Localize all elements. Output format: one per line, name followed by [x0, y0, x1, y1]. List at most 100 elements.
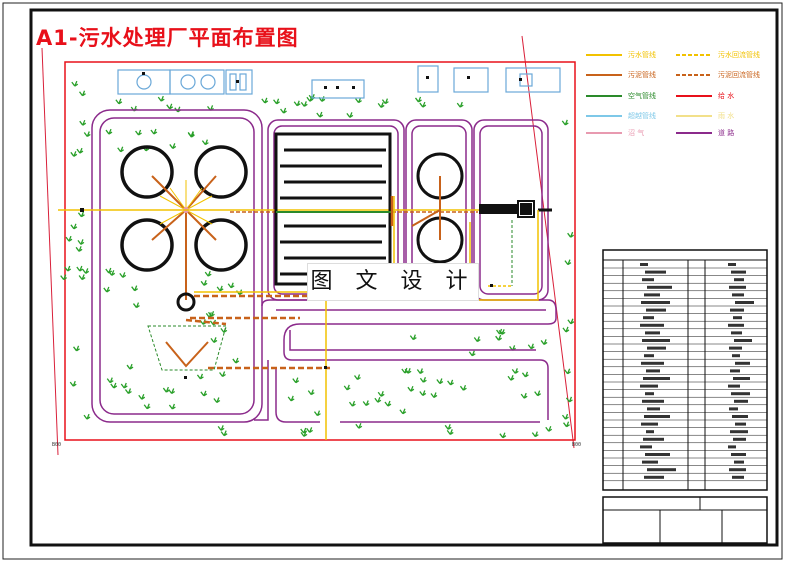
legend-label: 道 路: [718, 129, 735, 137]
tree-icon: [105, 267, 113, 274]
site-boundary: [64, 61, 576, 441]
tree-icon: [300, 431, 308, 437]
tree-icon: [531, 431, 539, 438]
tree-icon: [78, 274, 86, 281]
tree-icon: [567, 231, 574, 238]
tree-icon: [300, 101, 308, 107]
svg-text:B00: B00: [572, 442, 581, 448]
tree-icon: [561, 119, 569, 126]
tree-icon: [126, 363, 134, 370]
tree-icon: [563, 421, 570, 428]
tree-icon: [131, 285, 139, 292]
tree-icon: [446, 429, 454, 435]
tree-icon: [196, 373, 204, 380]
tree-icon: [187, 131, 195, 138]
sludge-drying-bed: [147, 325, 227, 371]
sludge-thickener: [176, 292, 196, 312]
tree-icon: [468, 350, 476, 357]
watermark: 图 文 设 计: [307, 263, 479, 301]
tree-icon: [78, 90, 86, 97]
tree-icon: [200, 390, 208, 397]
tree-icon: [219, 371, 226, 378]
legend-label: 沼 气: [628, 129, 645, 137]
tree-icon: [73, 345, 80, 352]
tree-icon: [414, 96, 422, 103]
tree-icon: [377, 102, 385, 108]
tree-icon: [210, 337, 218, 343]
tree-icon: [65, 235, 73, 242]
tree-icon: [79, 119, 87, 126]
tree-icon: [353, 374, 361, 381]
tree-icon: [105, 128, 113, 135]
legend-label: 污水管线: [628, 51, 656, 59]
tree-icon: [168, 388, 176, 395]
tree-icon: [115, 98, 123, 105]
tree-icon: [82, 268, 90, 274]
tree-icon: [103, 286, 111, 293]
tree-icon: [444, 424, 452, 430]
tree-icon: [313, 410, 321, 417]
tree-icon: [409, 334, 417, 341]
tree-icon: [157, 95, 165, 102]
tree-icon: [416, 368, 424, 375]
tree-icon: [227, 282, 235, 289]
tree-icon: [64, 265, 72, 272]
tree-icon: [138, 393, 146, 400]
tree-icon: [565, 396, 573, 403]
tree-icon: [346, 112, 354, 118]
tree-icon: [521, 371, 529, 378]
tree-icon: [362, 400, 370, 407]
tree-icon: [70, 223, 78, 230]
legend-label: 污泥管线: [628, 71, 656, 79]
tree-icon: [567, 318, 575, 325]
tree-icon: [495, 334, 502, 341]
top-structures: [117, 65, 561, 99]
tree-icon: [201, 139, 209, 146]
tree-icon: [77, 211, 85, 218]
tree-icon: [499, 432, 507, 439]
tree-icon: [459, 384, 467, 391]
tree-icon: [318, 96, 326, 102]
vegetation: [60, 80, 575, 439]
tree-icon: [106, 377, 114, 384]
tree-icon: [76, 147, 84, 154]
tree-icon: [162, 386, 170, 393]
tree-icon: [381, 98, 389, 105]
tree-icon: [232, 357, 240, 364]
inner-frame: [29, 8, 779, 547]
tree-icon: [355, 422, 363, 429]
tree-icon: [374, 397, 382, 403]
tree-icon: [83, 131, 91, 138]
tree-icon: [70, 151, 78, 157]
tree-icon: [261, 97, 269, 104]
tree-icon: [343, 384, 351, 391]
tree-icon: [419, 377, 427, 383]
tree-icon: [220, 430, 228, 437]
tree-icon: [76, 265, 84, 272]
tree-icon: [143, 403, 151, 410]
tree-icon: [384, 400, 392, 407]
tree-icon: [135, 129, 142, 136]
tree-icon: [83, 413, 91, 420]
tree-icon: [562, 326, 570, 333]
legend-label: 污泥回流管线: [718, 71, 760, 79]
legend-label: 雨 水: [718, 112, 735, 120]
tree-icon: [419, 390, 427, 396]
tree-icon: [564, 259, 572, 266]
tree-icon: [166, 103, 174, 110]
legend: [586, 54, 712, 134]
tree-icon: [307, 389, 315, 396]
tree-icon: [69, 380, 77, 387]
tree-icon: [77, 239, 85, 245]
tree-icon: [520, 392, 528, 399]
tree-icon: [217, 425, 225, 431]
tree-icon: [273, 98, 280, 105]
tree-icon: [407, 385, 415, 392]
tree-icon: [169, 143, 177, 149]
tree-icon: [287, 395, 295, 402]
tree-icon: [204, 270, 212, 277]
tree-icon: [292, 377, 300, 384]
tree-icon: [75, 246, 83, 252]
